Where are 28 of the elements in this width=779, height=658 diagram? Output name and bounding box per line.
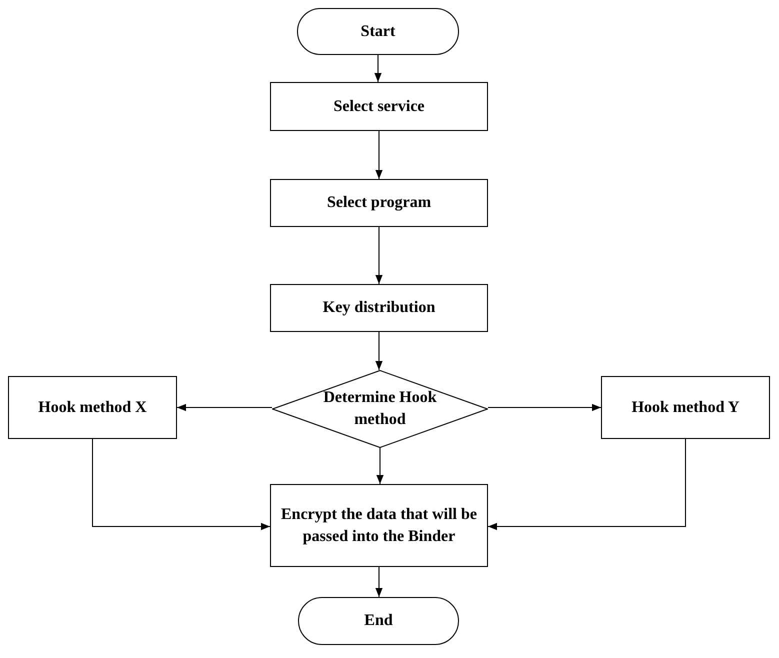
node-label: Select service (332, 96, 426, 116)
node-label: Determine Hook method (322, 388, 438, 430)
process-box (270, 179, 488, 227)
arrow (92, 438, 270, 530)
process-box (270, 284, 488, 332)
arrow (375, 566, 383, 598)
arrow (374, 54, 382, 82)
arrow (488, 404, 602, 412)
node-label: Select program (326, 193, 432, 213)
node-label: Key distribution (322, 298, 436, 318)
process-box (8, 376, 177, 439)
process-box (270, 82, 488, 131)
node-label: Hook method X (37, 398, 148, 418)
node-label: Encrypt the data that will be passed into the Binder (280, 504, 478, 546)
arrow (488, 438, 686, 530)
arrow (376, 448, 384, 484)
node-label: Hook method Y (630, 398, 740, 418)
terminal-shape (298, 597, 459, 645)
arrow (375, 332, 383, 370)
terminal-shape (297, 8, 459, 55)
decision-diamond (272, 370, 488, 448)
process-box (601, 376, 770, 439)
arrow (375, 226, 383, 284)
process-box (270, 484, 488, 567)
arrow (176, 404, 272, 412)
arrow (375, 130, 383, 180)
node-label: End (363, 611, 394, 631)
node-label: Start (360, 22, 396, 42)
